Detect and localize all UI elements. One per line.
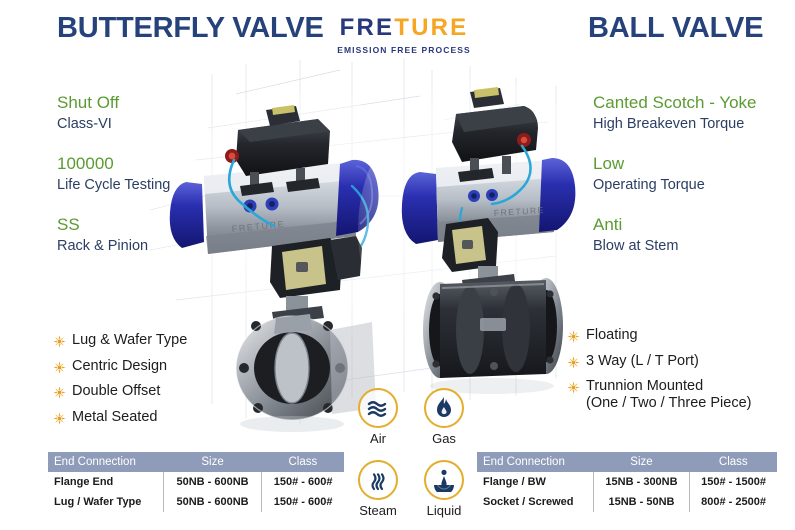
list-item-label: Double Offset xyxy=(72,383,161,400)
air-waves-icon xyxy=(358,388,398,428)
svg-text:FRETURE: FRETURE xyxy=(494,205,546,218)
svg-text:FRETURE: FRETURE xyxy=(231,219,285,234)
sunburst-bullet-icon xyxy=(567,381,580,395)
list-item: Metal Seated xyxy=(53,409,187,426)
liquid-droplet-icon xyxy=(424,460,464,500)
cell-class: 150# - 1500# xyxy=(689,472,777,492)
list-item-label: Centric Design xyxy=(72,357,168,374)
media-icon-group: Air Gas xyxy=(352,388,470,518)
table-header-row: End Connection Size Class xyxy=(48,452,344,472)
logo-wordmark: FRETURE xyxy=(330,16,478,40)
media-label: Air xyxy=(370,431,386,446)
list-item-label: Lug & Wafer Type xyxy=(72,332,188,348)
column-header-size: Size xyxy=(163,452,262,472)
media-label: Liquid xyxy=(426,503,462,518)
table-row: Flange End 50NB - 600NB 150# - 600# xyxy=(48,472,344,492)
list-item-label-line1: Trunnion Mounted xyxy=(586,378,704,395)
list-item: Trunnion Mounted (One / Two / Three Piec… xyxy=(567,378,751,411)
liquid-droplet-glyph xyxy=(434,469,454,492)
table-header-row: End Connection Size Class xyxy=(477,452,777,472)
column-header-class: Class xyxy=(261,452,344,472)
column-header-end-connection: End Connection xyxy=(477,452,594,472)
list-item: Floating xyxy=(567,327,751,344)
bullet-list-ball: Floating 3 Way (L / T Port) Trunnion Mou… xyxy=(567,327,751,412)
cell-end-connection: Lug / Wafer Type xyxy=(48,492,164,512)
feature-list-ball: Canted Scotch - Yoke High Breakeven Torq… xyxy=(593,92,757,256)
company-logo: FRETURE EMISSION FREE PROCESS xyxy=(330,16,478,56)
sunburst-bullet-icon xyxy=(567,330,580,343)
logo-text-part1: FRE xyxy=(339,14,395,41)
table-row: Flange / BW 15NB - 300NB 150# - 1500# xyxy=(477,472,777,492)
column-header-class: Class xyxy=(689,452,777,472)
cell-end-connection: Flange / BW xyxy=(477,472,594,492)
cell-size: 50NB - 600NB xyxy=(162,492,262,512)
list-item: Centric Design xyxy=(53,358,187,375)
feature-highlight: Shut Off xyxy=(57,93,120,112)
page-title-ball-valve: BALL VALVE xyxy=(588,12,764,44)
media-item-steam: Steam xyxy=(352,450,404,518)
cell-size: 15NB - 300NB xyxy=(592,472,690,492)
sunburst-bullet-icon xyxy=(53,412,66,425)
gas-flame-glyph xyxy=(437,397,451,417)
feature-list-butterfly: Shut Off Class-VI 100000 Life Cycle Test… xyxy=(57,92,170,256)
cell-class: 150# - 600# xyxy=(261,472,344,492)
bullet-list-butterfly: Lug & Wafer Type Centric Design Double O… xyxy=(53,332,187,426)
list-item: Lug & Wafer Type xyxy=(53,332,187,349)
sunburst-bullet-icon xyxy=(53,360,66,374)
table-row: Lug / Wafer Type 50NB - 600NB 150# - 600… xyxy=(48,492,344,512)
list-item-label-line2: (One / Two / Three Piece) xyxy=(586,395,752,412)
feature-item: Canted Scotch - Yoke High Breakeven Torq… xyxy=(593,92,757,134)
media-label: Gas xyxy=(432,431,456,446)
feature-sub: Life Cycle Testing xyxy=(57,177,171,194)
spec-table-ball: End Connection Size Class Flange / BW 15… xyxy=(477,452,777,512)
cell-class: 150# - 600# xyxy=(261,492,344,512)
feature-item: Shut Off Class-VI xyxy=(57,92,170,134)
feature-sub: High Breakeven Torque xyxy=(593,116,745,133)
column-header-end-connection: End Connection xyxy=(48,452,164,472)
steam-squiggle-glyph xyxy=(371,473,385,491)
cell-size: 50NB - 600NB xyxy=(162,472,262,492)
steam-squiggle-icon xyxy=(358,460,398,500)
list-item: 3 Way (L / T Port) xyxy=(567,353,751,370)
media-item-air: Air xyxy=(352,388,404,446)
feature-sub: Class-VI xyxy=(57,116,112,133)
butterfly-valve-assembly: FRETURE xyxy=(160,90,440,432)
list-item-label: Trunnion Mounted (One / Two / Three Piec… xyxy=(586,378,751,411)
column-header-size: Size xyxy=(593,452,690,472)
feature-highlight: Canted Scotch - Yoke xyxy=(593,93,757,112)
sunburst-bullet-icon xyxy=(53,386,66,400)
feature-item: 100000 Life Cycle Testing xyxy=(57,153,170,195)
table-row: Socket / Screwed 15NB - 50NB 800# - 2500… xyxy=(477,492,777,512)
feature-highlight: 100000 xyxy=(57,154,114,174)
cell-size: 15NB - 50NB xyxy=(592,492,690,512)
page-title-butterfly-valve: BUTTERFLY VALVE xyxy=(57,12,324,44)
gas-flame-icon xyxy=(424,388,464,428)
media-item-gas: Gas xyxy=(418,388,470,446)
list-item-label: 3 Way (L / T Port) xyxy=(586,352,699,369)
sunburst-bullet-icon xyxy=(567,355,580,369)
logo-text-part2: TURE xyxy=(394,14,469,41)
media-label: Steam xyxy=(359,503,397,518)
feature-highlight: Low xyxy=(593,154,625,174)
feature-sub: Rack & Pinion xyxy=(57,238,149,255)
feature-sub: Operating Torque xyxy=(593,177,705,194)
feature-item: SS Rack & Pinion xyxy=(57,214,170,256)
feature-sub: Blow at Stem xyxy=(593,238,679,255)
cell-end-connection: Flange End xyxy=(48,472,164,492)
spec-table-butterfly: End Connection Size Class Flange End 50N… xyxy=(48,452,344,512)
feature-item: Low Operating Torque xyxy=(593,153,757,195)
list-item-label: Floating xyxy=(586,327,638,343)
feature-highlight: Anti xyxy=(593,215,623,235)
cell-end-connection: Socket / Screwed xyxy=(477,492,594,512)
sunburst-bullet-icon xyxy=(53,335,66,348)
list-item-label: Metal Seated xyxy=(72,409,158,426)
feature-highlight: SS xyxy=(57,215,80,235)
cell-class: 800# - 2500# xyxy=(689,492,777,512)
air-waves-glyph xyxy=(367,401,387,417)
feature-item: Anti Blow at Stem xyxy=(593,214,757,256)
list-item: Double Offset xyxy=(53,383,187,400)
media-item-liquid: Liquid xyxy=(418,450,470,518)
logo-tagline: EMISSION FREE PROCESS xyxy=(337,45,471,55)
